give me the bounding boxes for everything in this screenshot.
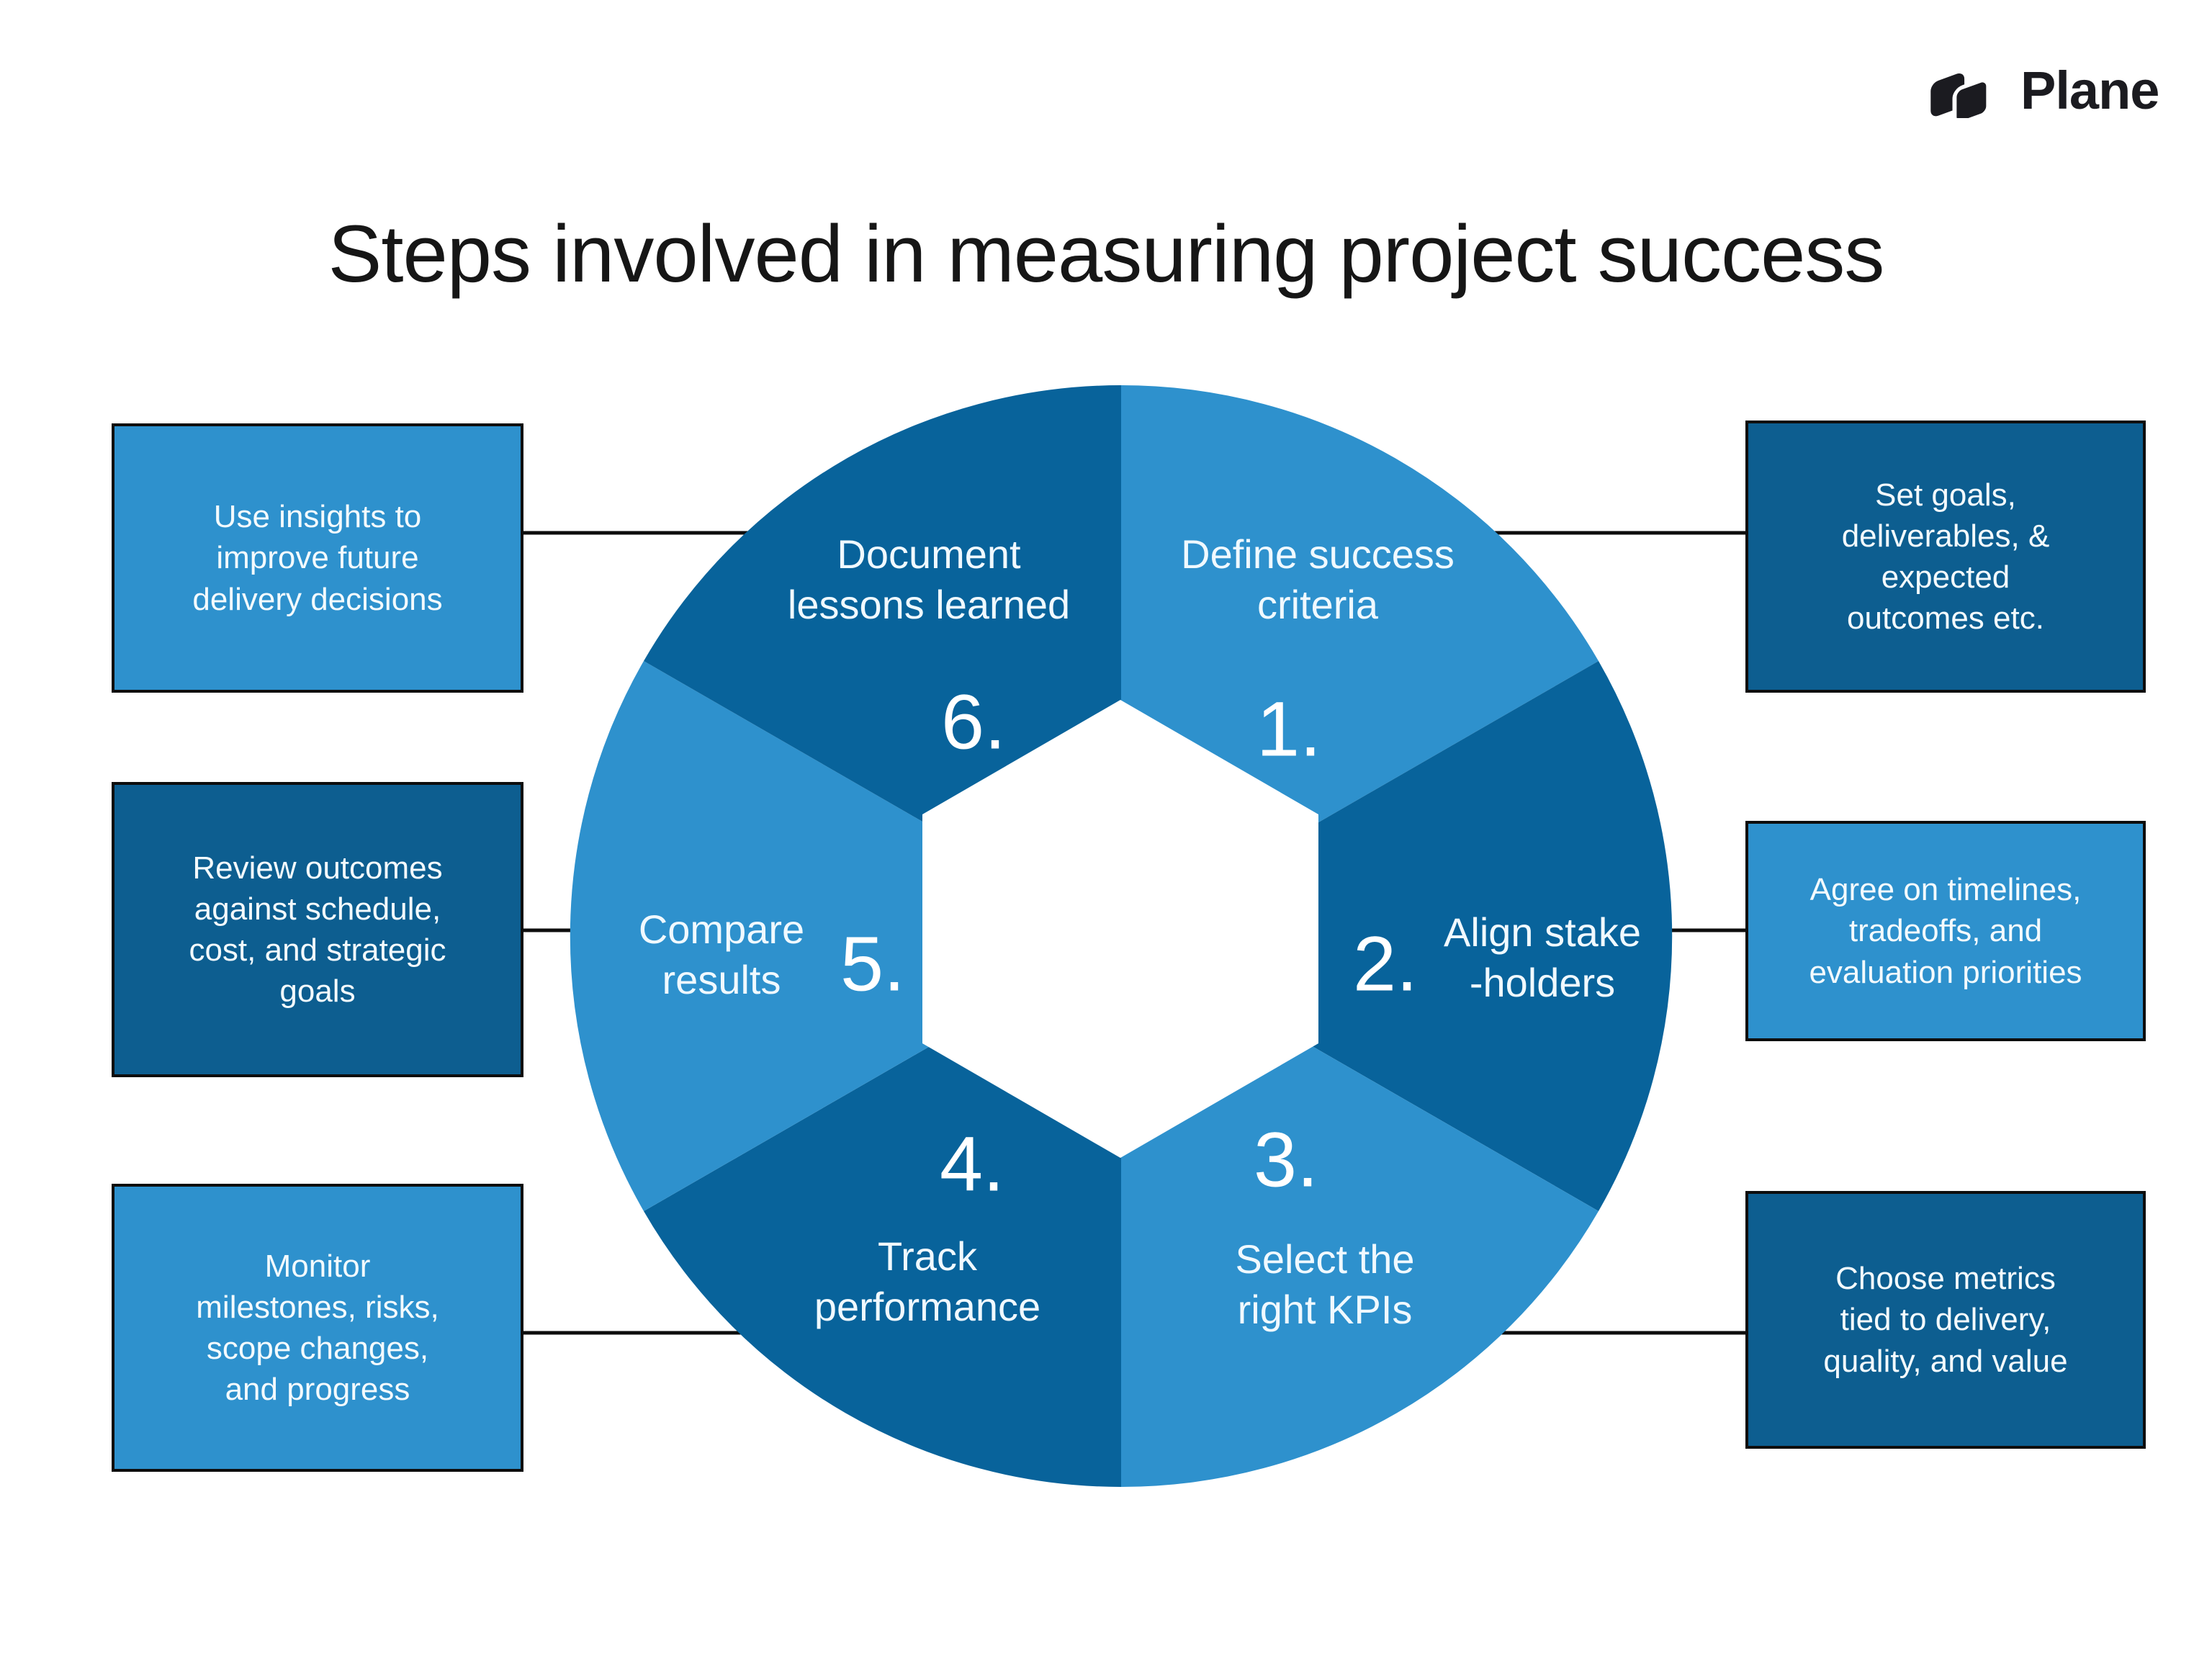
plane-logo-pane-front bbox=[1952, 78, 1991, 118]
callout-set-goals: Set goals, deliverables, & expected outc… bbox=[1745, 421, 2146, 693]
callout-choose-metrics: Choose metrics tied to delivery, quality… bbox=[1745, 1191, 2146, 1449]
segment-3-label: Select the right KPIs bbox=[1235, 1236, 1415, 1332]
segment-2-label: Align stake -holders bbox=[1444, 909, 1641, 1005]
callout-agree-timelines: Agree on timelines, tradeoffs, and evalu… bbox=[1745, 821, 2146, 1041]
segment-2-number: 2. bbox=[1352, 920, 1419, 1007]
segment-1-number: 1. bbox=[1256, 685, 1322, 773]
segment-5-number: 5. bbox=[840, 920, 906, 1007]
hexagon-center bbox=[922, 700, 1318, 1158]
wheel-segment-2 bbox=[1121, 661, 1673, 1211]
plane-logo: Plane bbox=[1927, 58, 2172, 122]
segment-4-number: 4. bbox=[939, 1120, 1005, 1208]
callout-use-insights: Use insights to improve future delivery … bbox=[112, 423, 523, 693]
segment-6-number: 6. bbox=[940, 678, 1007, 765]
callout-monitor-progress: Monitor milestones, risks, scope changes… bbox=[112, 1184, 523, 1472]
page-title: Steps involved in measuring project succ… bbox=[328, 209, 1885, 299]
segment-5-label: Compare results bbox=[638, 907, 805, 1002]
segment-1-label: Define success criteria bbox=[1181, 531, 1455, 627]
wheel-segment-5 bbox=[570, 661, 1121, 1211]
segment-4-label: Track performance bbox=[814, 1233, 1041, 1329]
plane-logo-icon bbox=[1930, 73, 1991, 118]
segment-3-number: 3. bbox=[1253, 1115, 1319, 1203]
segment-6-label: Document lessons learned bbox=[787, 531, 1071, 627]
plane-logo-text: Plane bbox=[2020, 60, 2159, 120]
callout-review-outcomes: Review outcomes against schedule, cost, … bbox=[112, 782, 523, 1077]
